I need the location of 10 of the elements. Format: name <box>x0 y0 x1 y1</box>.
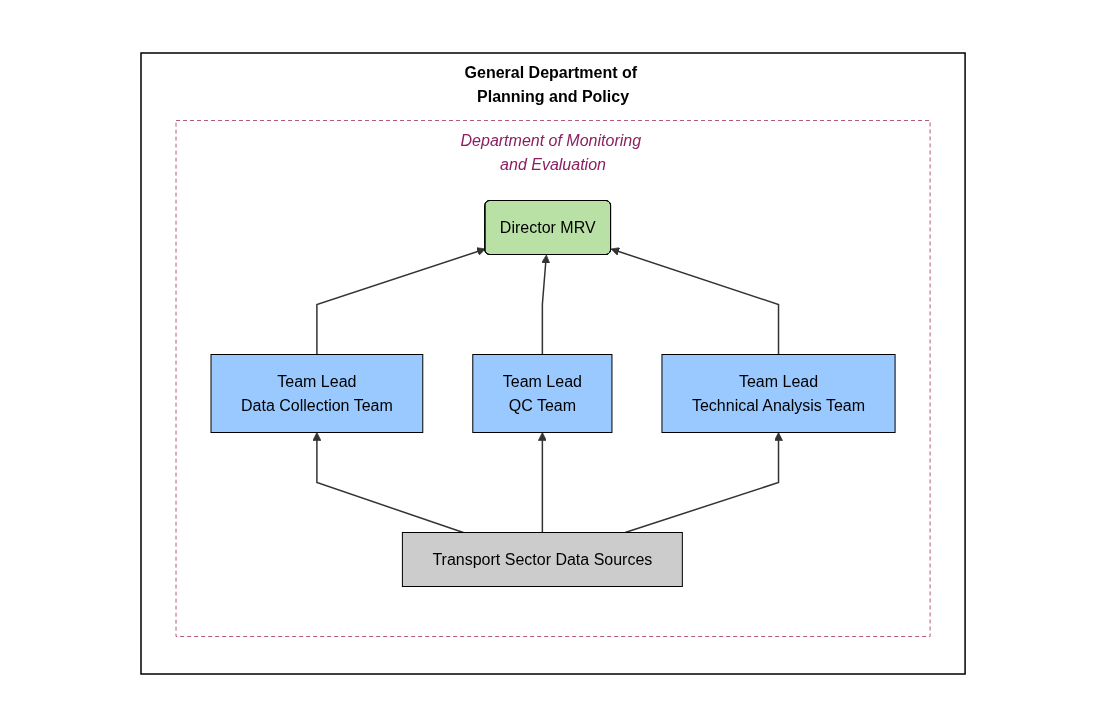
node-box: Team Lead Technical Analysis Team <box>661 354 896 433</box>
arrow <box>624 432 783 534</box>
node-box: Team Lead Data Collection Team <box>210 354 424 433</box>
arrow <box>541 254 551 356</box>
arrow <box>312 432 464 534</box>
node-box: Transport Sector Data Sources <box>401 532 683 587</box>
node-box: Team Lead QC Team <box>472 354 613 433</box>
arrow <box>537 432 547 534</box>
arrow <box>316 247 486 356</box>
arrow <box>610 247 780 356</box>
